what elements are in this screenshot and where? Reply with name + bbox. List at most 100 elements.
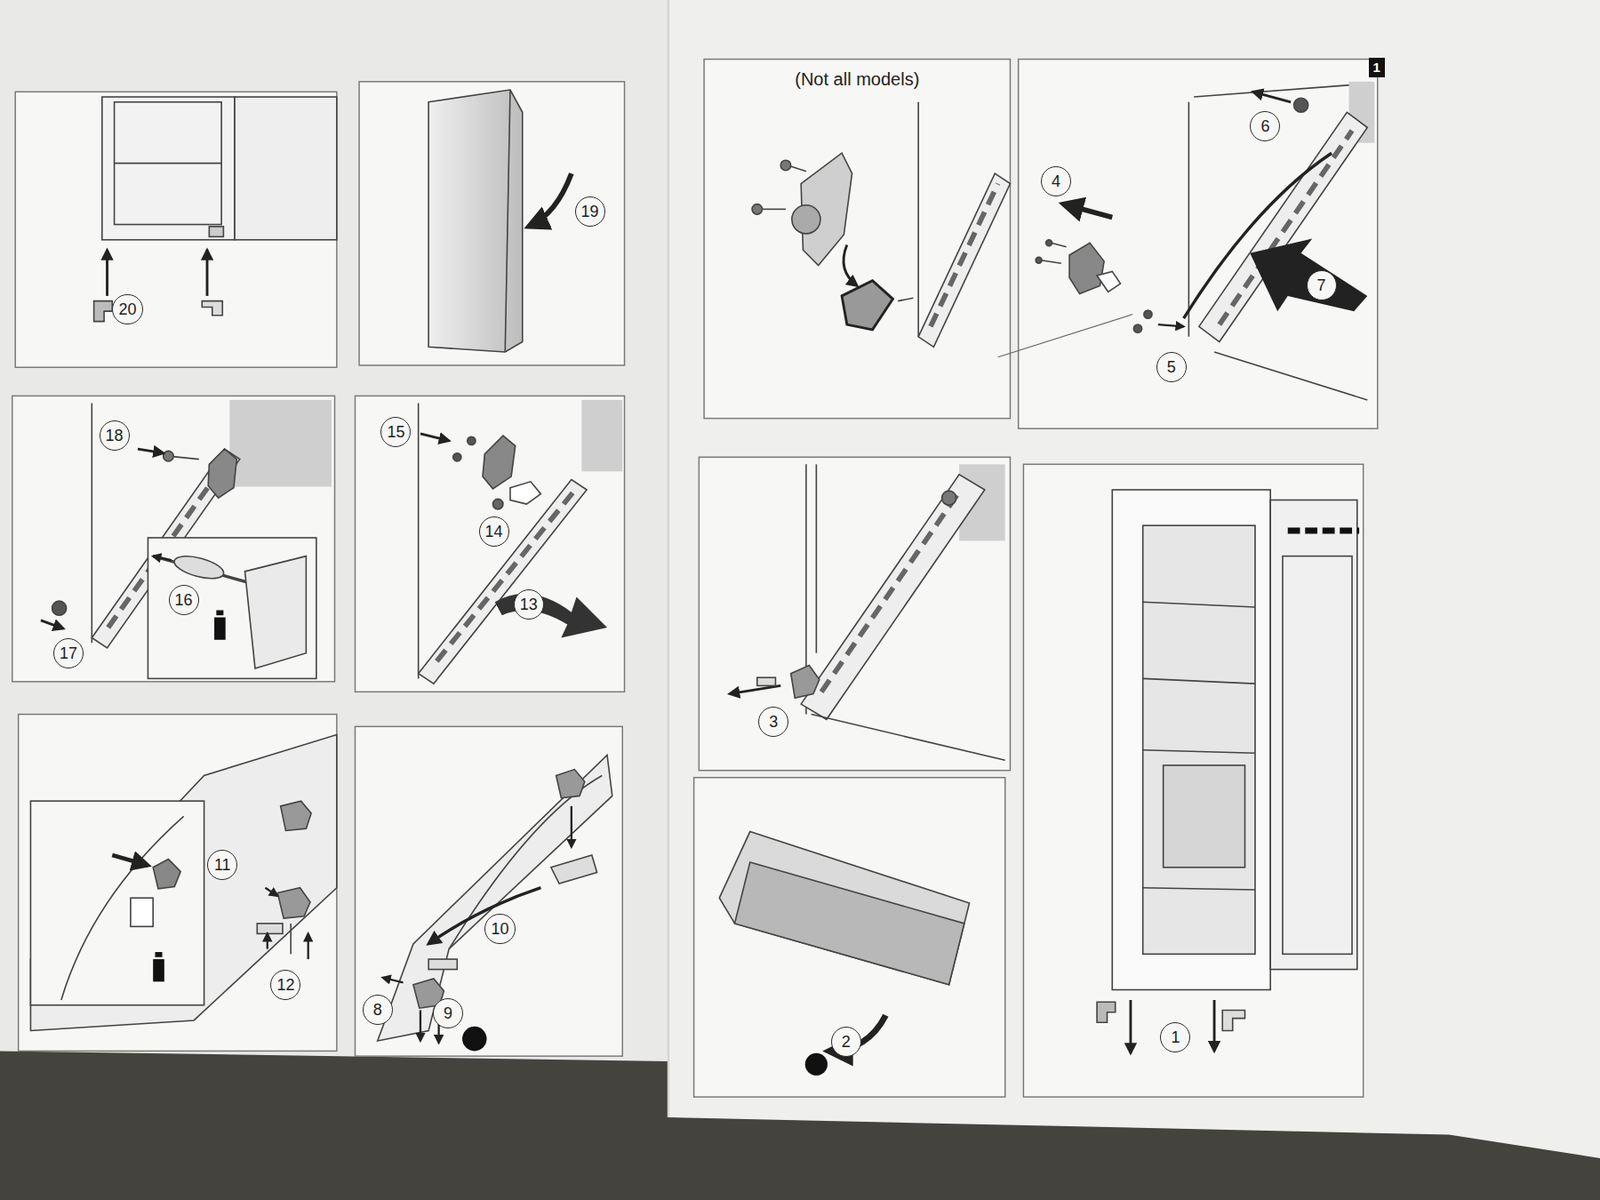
door-hinge-drawing [428, 888, 541, 944]
number-text: 14 [485, 523, 504, 540]
door-drawing [528, 173, 572, 227]
fridge-drawing [1129, 1000, 1133, 1054]
door-hinge-drawing [570, 806, 573, 848]
fridge-drawing [1096, 489, 1360, 1054]
rail-drawing [40, 400, 332, 679]
bracket-drawing [897, 297, 913, 301]
door-hinge-drawing [30, 735, 336, 1032]
number-text: 17 [59, 645, 78, 662]
door-hinge-drawing [419, 1009, 422, 1040]
number-text: 16 [175, 592, 193, 608]
fridge-drawing [1222, 1009, 1245, 1031]
rail-drawing [1188, 102, 1191, 337]
rail-drawing [417, 402, 420, 679]
number-text: 1 [1372, 60, 1380, 74]
number-text: 9 [443, 1005, 453, 1022]
bracket-drawing [752, 102, 1133, 358]
crisper-drawing [735, 862, 965, 985]
callout-number: 13 [513, 589, 544, 620]
fridge-drawing [1143, 750, 1256, 753]
rail-drawing [495, 593, 608, 638]
rail-drawing [1249, 239, 1368, 312]
rail-drawing [216, 609, 224, 616]
rail-drawing [214, 617, 226, 640]
rail-drawing [1063, 204, 1112, 218]
callout-number: 16 [168, 584, 200, 616]
bracket-drawing [760, 208, 786, 211]
panel-frame [694, 777, 1006, 1097]
door-hinge-drawing [30, 735, 336, 1032]
door-hinge-drawing [277, 888, 311, 919]
rail-drawing [482, 435, 516, 489]
number-text: 2 [841, 1033, 851, 1050]
panel-frame [12, 395, 336, 681]
rail-drawing [1096, 271, 1120, 292]
panel-frame [704, 59, 1010, 419]
number-text: 6 [1260, 118, 1270, 135]
door-hinge-drawing [307, 933, 310, 960]
door-drawing [428, 89, 523, 352]
bracket-drawing [752, 204, 762, 215]
fridge-bottom-drawing [201, 301, 223, 316]
crisper-drawing [719, 832, 969, 985]
rail-drawing [1193, 83, 1368, 97]
rail-drawing [91, 402, 94, 643]
rail-drawing [147, 537, 316, 679]
bracket-drawing [841, 280, 893, 330]
rail-drawing [581, 400, 623, 472]
number-text: 13 [520, 596, 538, 613]
number-text: 4 [1051, 173, 1061, 190]
callout-number: 14 [479, 516, 510, 547]
rail-drawing [420, 433, 449, 441]
fridge-bottom-drawing [114, 162, 223, 165]
fridge-bottom-drawing [234, 96, 337, 240]
rail-drawing [1158, 324, 1184, 327]
rail-drawing [436, 491, 574, 662]
rail-drawing [1214, 352, 1368, 400]
rail-drawing [163, 450, 174, 461]
hinge-drawing [757, 677, 776, 686]
background [667, 0, 670, 1118]
hinge-drawing [942, 490, 957, 505]
background [668, 0, 1600, 1159]
rail-drawing [510, 481, 541, 504]
rail-drawing [1253, 91, 1291, 102]
hinge-drawing [791, 664, 820, 698]
door-hinge-drawing [556, 769, 585, 799]
panel-frame [354, 726, 623, 1056]
hinge-drawing [816, 464, 818, 653]
panel-frame [18, 714, 337, 1052]
bracket-drawing [843, 245, 857, 287]
callout-number: 19 [575, 196, 606, 227]
callout-number: 18 [99, 420, 130, 451]
crisper-drawing [719, 832, 969, 1076]
door-hinge-drawing [61, 816, 184, 1000]
door-hinge-drawing [377, 754, 613, 1040]
door-hinge-drawing [30, 800, 204, 1006]
fridge-bottom-drawing [208, 226, 224, 237]
rail-drawing [229, 400, 332, 488]
rail-drawing [1046, 240, 1053, 247]
rail-drawing [1199, 112, 1368, 342]
bracket-drawing [918, 173, 1010, 347]
fridge-drawing [1112, 489, 1271, 991]
bracket-drawing [930, 184, 999, 328]
number-text: 10 [490, 920, 509, 937]
number-text: 19 [581, 203, 600, 220]
callout-number: 9 [432, 998, 464, 1029]
number-text: 18 [105, 427, 124, 444]
hinge-drawing [821, 491, 960, 692]
door-hinge-drawing [256, 923, 283, 934]
rail-drawing [418, 400, 624, 684]
rail-drawing [453, 453, 462, 462]
panel-frame [15, 91, 337, 368]
number-text: 11 [214, 856, 232, 873]
hinge-drawing [729, 464, 1006, 760]
fridge-bottom-drawing [94, 96, 337, 322]
fridge-drawing [1282, 556, 1352, 955]
door-hinge-drawing [266, 933, 269, 949]
fridge-drawing [1288, 527, 1360, 534]
panel-frame [359, 81, 624, 366]
